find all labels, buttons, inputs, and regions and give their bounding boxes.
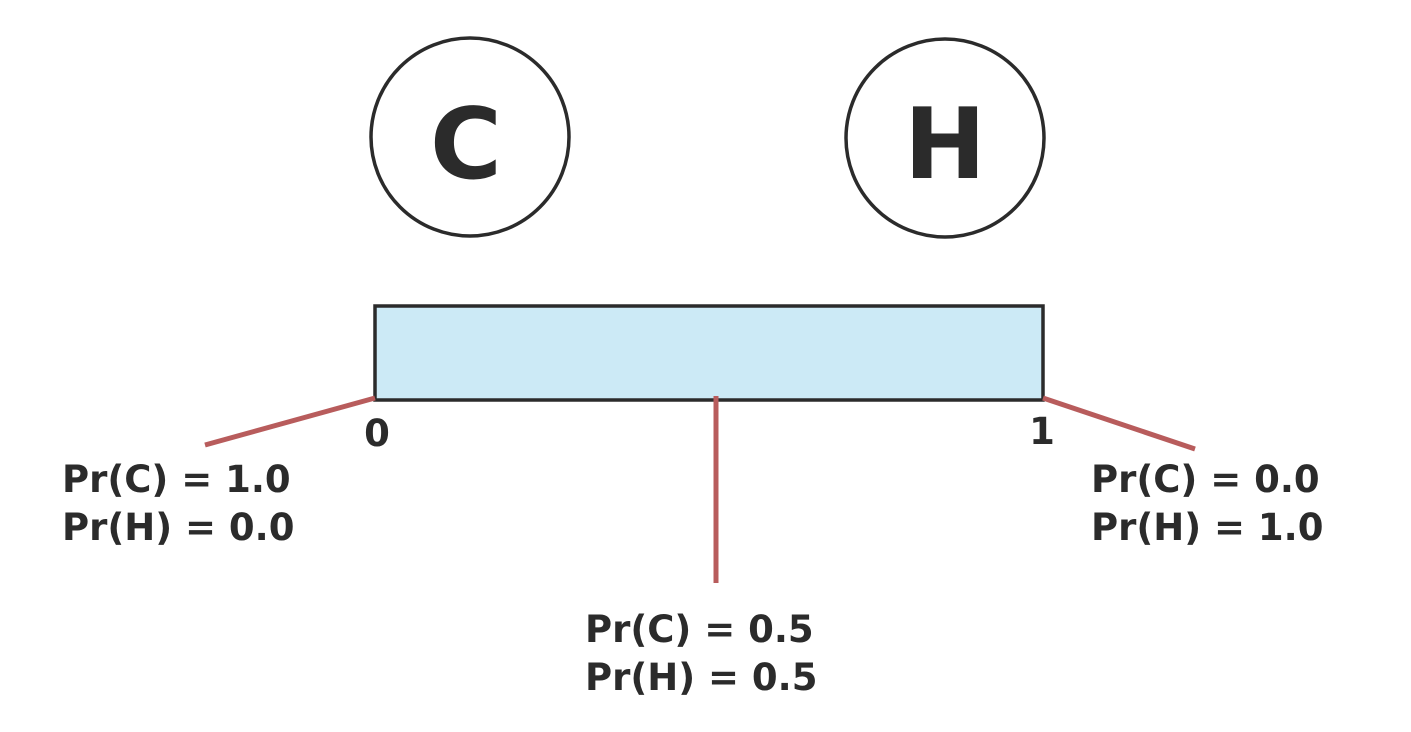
outcome-h-letter: H <box>904 88 986 202</box>
outcome-c-letter: C <box>430 88 502 202</box>
annotation-middle: Pr(C) = 0.5 Pr(H) = 0.5 <box>585 608 817 699</box>
annotation-right-pr-c: Pr(C) = 0.0 <box>1091 458 1320 501</box>
annotation-left-pr-c: Pr(C) = 1.0 <box>62 458 291 501</box>
annotation-left: Pr(C) = 1.0 Pr(H) = 0.0 <box>62 458 294 549</box>
annotation-right-pr-h: Pr(H) = 1.0 <box>1091 506 1323 549</box>
outcome-c-circle <box>369 36 571 238</box>
pointer-line-left <box>204 395 376 448</box>
annotation-middle-pr-c: Pr(C) = 0.5 <box>585 608 814 651</box>
pointer-line-right <box>1042 395 1196 452</box>
outcome-h: H <box>844 37 1046 239</box>
annotation-right: Pr(C) = 0.0 Pr(H) = 1.0 <box>1091 458 1323 549</box>
annotation-left-pr-h: Pr(H) = 0.0 <box>62 506 294 549</box>
probability-bar <box>373 304 1045 402</box>
scale-min-label: 0 <box>364 412 390 455</box>
outcome-c: C <box>369 36 571 238</box>
scale-max-label: 1 <box>1029 410 1055 453</box>
annotation-middle-pr-h: Pr(H) = 0.5 <box>585 656 817 699</box>
outcome-h-circle <box>844 37 1046 239</box>
